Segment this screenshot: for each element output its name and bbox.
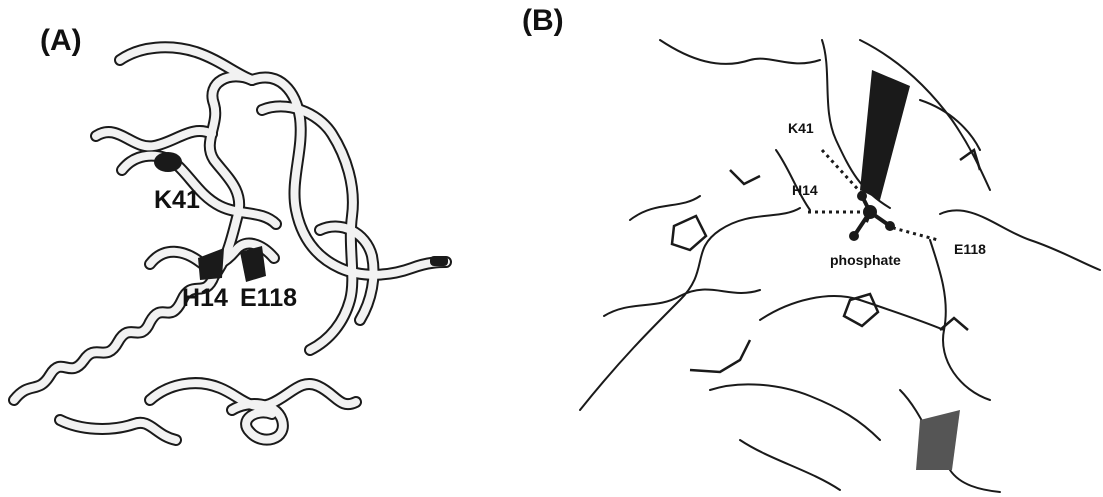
residue-label-k41-detail: K41 bbox=[788, 121, 814, 135]
ligand-label-phosphate: phosphate bbox=[830, 253, 901, 267]
panel-b-label: (B) bbox=[522, 6, 564, 36]
residue-label-h14: H14 bbox=[182, 286, 228, 311]
c-terminus bbox=[430, 256, 448, 266]
phosphate-molecule bbox=[849, 191, 895, 241]
e118-sidechain bbox=[240, 246, 266, 282]
ribbon-fill bbox=[14, 47, 446, 440]
residue-label-e118-detail: E118 bbox=[954, 242, 986, 256]
residue-label-k41: K41 bbox=[154, 188, 200, 213]
residue-label-e118: E118 bbox=[240, 286, 297, 311]
h14-sidechain bbox=[198, 248, 224, 280]
residue-label-h14-detail: H14 bbox=[792, 183, 818, 197]
panel-a-ribbon-structure bbox=[0, 0, 520, 497]
lower-strand bbox=[916, 410, 960, 470]
panel-b-active-site bbox=[560, 0, 1103, 497]
side-chains bbox=[672, 150, 980, 372]
beta-strand bbox=[860, 70, 910, 200]
k41-sidechain bbox=[154, 152, 182, 172]
panel-a-label: (A) bbox=[40, 26, 82, 56]
